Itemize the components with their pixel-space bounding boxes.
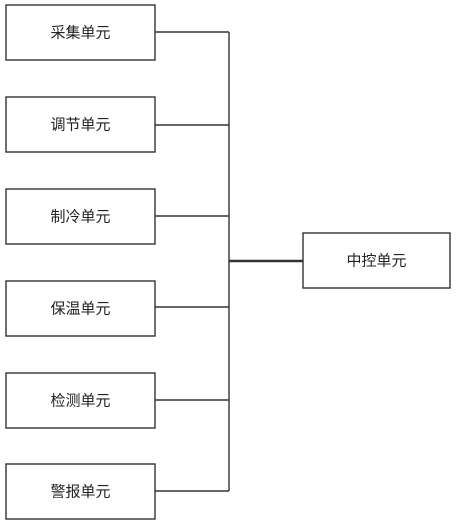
unit-box-6: 警报单元 xyxy=(5,463,156,520)
unit-box-2: 调节单元 xyxy=(5,96,156,153)
unit-label-1: 采集单元 xyxy=(50,24,110,42)
controller-label: 中控单元 xyxy=(346,252,406,270)
unit-label-5: 检测单元 xyxy=(50,392,110,410)
connector-lines xyxy=(155,31,303,492)
unit-label-2: 调节单元 xyxy=(50,116,110,134)
unit-label-6: 警报单元 xyxy=(50,483,110,501)
unit-label-4: 保温单元 xyxy=(50,300,110,318)
unit-box-5: 检测单元 xyxy=(5,372,156,429)
unit-box-1: 采集单元 xyxy=(5,4,156,61)
unit-box-4: 保温单元 xyxy=(5,280,156,337)
controller-box: 中控单元 xyxy=(302,232,451,289)
unit-label-3: 制冷单元 xyxy=(50,208,110,226)
unit-box-3: 制冷单元 xyxy=(5,188,156,245)
